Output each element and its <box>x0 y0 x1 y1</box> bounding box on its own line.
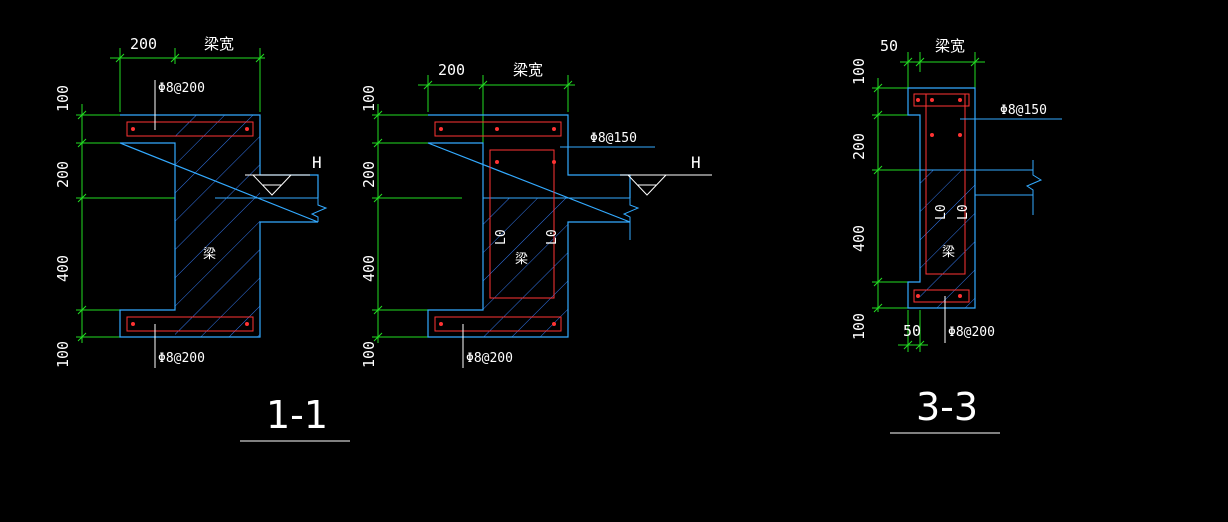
concrete-outline <box>427 114 631 338</box>
vdim-100-top: 100 <box>850 58 868 85</box>
concrete-outline <box>907 87 976 309</box>
vdim-200: 200 <box>54 161 72 188</box>
bottom-rebar <box>913 289 970 303</box>
anchor-label-right: L0 <box>545 229 560 245</box>
vertical-dimension <box>76 104 175 343</box>
dim-width-50: 50 <box>880 37 898 55</box>
top-dimension <box>418 75 575 200</box>
vdim-100-top: 100 <box>54 85 72 112</box>
rebar-label-top: Φ8@200 <box>158 81 205 96</box>
section-1-1: 200 梁宽 100 200 400 100 <box>54 35 350 442</box>
level-label: H <box>691 153 701 172</box>
bottom-dimension <box>898 310 928 352</box>
beam-hatch <box>483 198 568 337</box>
vdim-100-top: 100 <box>360 85 378 112</box>
bottom-rebar <box>126 316 254 332</box>
beam-label: 梁 <box>515 252 528 267</box>
rebar-label-bottom: Φ8@200 <box>948 325 995 340</box>
level-mark <box>245 174 310 196</box>
top-rebar <box>913 93 970 275</box>
slab-extension <box>920 160 1043 215</box>
top-rebar <box>434 121 562 299</box>
dim-width-200: 200 <box>438 61 465 79</box>
rebar-dots <box>439 127 556 164</box>
top-rebar <box>126 121 254 137</box>
rebar-dots <box>916 98 962 137</box>
dim-width-200: 200 <box>130 35 157 53</box>
bottom-rebar <box>434 316 562 332</box>
vdim-400: 400 <box>54 255 72 282</box>
level-label: H <box>312 153 322 172</box>
vdim-200: 200 <box>850 133 868 160</box>
vdim-400: 400 <box>850 225 868 252</box>
rebar-label-side: Φ8@150 <box>1000 103 1047 118</box>
vdim-100-bottom: 100 <box>360 341 378 368</box>
anchor-label-right: L0 <box>956 204 971 220</box>
anchor-label-left: L0 <box>494 229 509 245</box>
slab-extension <box>215 197 328 223</box>
anchor-label-left: L0 <box>934 204 949 220</box>
dim-beam-width: 梁宽 <box>935 37 965 55</box>
section-3-3: 50 梁宽 100 200 400 100 <box>850 37 1062 434</box>
dim-beam-width: 梁宽 <box>513 61 543 79</box>
vdim-200: 200 <box>360 161 378 188</box>
section-title: 3-3 <box>916 385 978 429</box>
beam-hatch <box>920 170 975 308</box>
vertical-dimension <box>372 104 462 343</box>
vdim-100-bottom: 100 <box>54 341 72 368</box>
rebar-label-bottom: Φ8@200 <box>466 351 513 366</box>
section-title: 1-1 <box>266 393 328 437</box>
rebar-label-side: Φ8@150 <box>590 131 637 146</box>
vdim-400: 400 <box>360 255 378 282</box>
beam-label: 梁 <box>942 245 955 260</box>
top-dimension <box>110 48 265 112</box>
rebar-label-bottom: Φ8@200 <box>158 351 205 366</box>
section-middle: 200 梁宽 100 200 400 100 <box>360 61 712 368</box>
vdim-100-bottom: 100 <box>850 313 868 340</box>
beam-hatch <box>175 115 260 337</box>
top-dimension <box>900 52 985 92</box>
level-mark <box>620 174 712 196</box>
slab-extension <box>483 197 640 240</box>
dim-beam-width: 梁宽 <box>204 35 234 53</box>
dim-bottom-50: 50 <box>903 322 921 340</box>
beam-label: 梁 <box>203 247 216 262</box>
